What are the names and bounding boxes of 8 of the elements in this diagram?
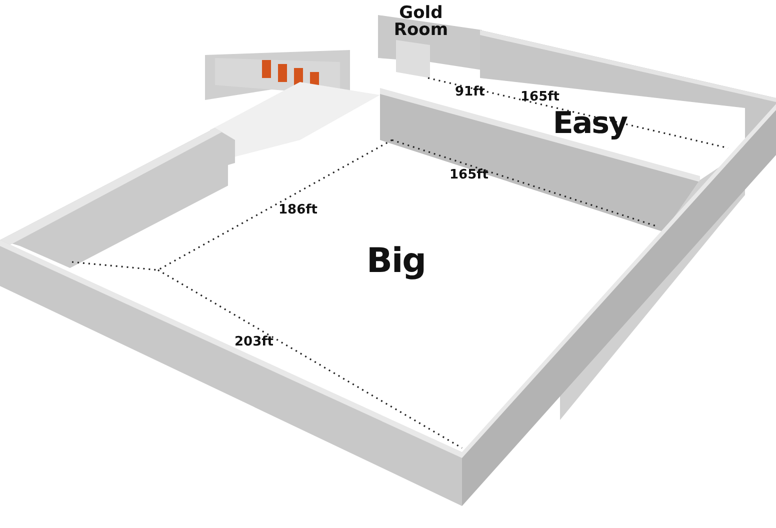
dimension-label: 165ft xyxy=(450,168,488,182)
dimension-label: 186ft xyxy=(278,204,318,216)
dimension-label: 203ft xyxy=(234,336,274,348)
room-label: Big xyxy=(366,244,426,278)
room-label: Gold Room xyxy=(392,5,450,39)
dimension-label: 165ft xyxy=(520,90,560,104)
dimension-label: 91ft xyxy=(455,86,485,98)
room-label: Easy xyxy=(552,109,628,139)
